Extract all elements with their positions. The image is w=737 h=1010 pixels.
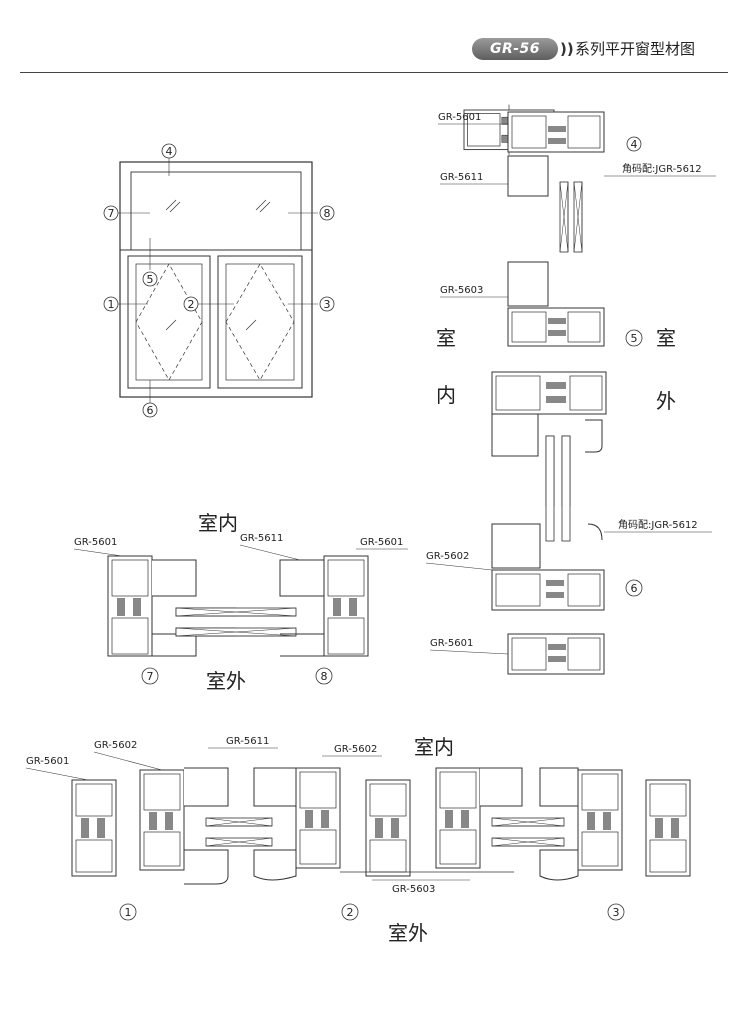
- marker-2-elev: 2: [183, 296, 199, 312]
- svg-text:6: 6: [147, 404, 154, 417]
- marker-6-section: 6: [625, 579, 643, 597]
- marker-1-bottom: 1: [119, 903, 137, 921]
- label-5602-bottom-left: GR-5602: [93, 740, 163, 771]
- label-5603-bottom: GR-5603: [372, 879, 470, 895]
- svg-text:GR-5603: GR-5603: [392, 884, 435, 895]
- label-5601-mid-right: GR-5601: [356, 537, 408, 550]
- marker-8-elev: 8: [319, 205, 335, 221]
- bottom-outdoor-label: 室外: [388, 921, 428, 945]
- label-5601-bottom: GR-5601: [25, 756, 89, 781]
- marker-2-bottom: 2: [341, 903, 359, 921]
- label-5611-mid: GR-5611: [239, 533, 301, 561]
- outdoor-label-top: 室: [656, 326, 676, 350]
- label-5602-right: GR-5602: [425, 551, 493, 571]
- marker-8-mid: 8: [315, 667, 333, 685]
- marker-3-elev: 3: [319, 296, 335, 312]
- svg-text:2: 2: [188, 298, 195, 311]
- outdoor-label-bottom: 外: [656, 389, 676, 413]
- marker-1-elev: 1: [103, 296, 119, 312]
- svg-text:GR-5602: GR-5602: [426, 551, 469, 562]
- label-5601-right-bottom: GR-5601: [429, 638, 509, 655]
- svg-text:6: 6: [631, 582, 638, 595]
- label-corner-bottom: 角码配:JGR-5612: [604, 519, 712, 533]
- svg-text:GR-5601: GR-5601: [26, 756, 69, 767]
- label-5602-bottom-mid: GR-5602: [322, 744, 382, 757]
- svg-text:角码配:JGR-5612: 角码配:JGR-5612: [618, 519, 698, 531]
- marker-4-section: 4: [626, 136, 642, 152]
- svg-text:8: 8: [321, 670, 328, 683]
- window-elevation: [118, 158, 318, 404]
- svg-text:7: 7: [147, 670, 154, 683]
- svg-text:GR-5602: GR-5602: [94, 740, 137, 751]
- svg-text:1: 1: [125, 906, 132, 919]
- marker-4-top: 4: [161, 143, 177, 159]
- mid-section: [107, 555, 369, 657]
- indoor-label-bottom: 内: [436, 383, 456, 407]
- svg-text:8: 8: [324, 207, 331, 220]
- svg-text:GR-5601: GR-5601: [360, 537, 403, 548]
- label-5601-mid-left: GR-5601: [73, 537, 123, 557]
- vertical-section: [463, 104, 607, 675]
- mid-indoor-label: 室内: [198, 511, 238, 535]
- page-title: 系列平开窗型材图: [575, 40, 696, 58]
- bottom-section: [71, 767, 691, 885]
- svg-text:5: 5: [631, 332, 638, 345]
- svg-text:3: 3: [613, 906, 620, 919]
- bottom-indoor-label: 室内: [414, 735, 454, 759]
- marker-6-elev: 6: [142, 402, 158, 418]
- header-rule: [20, 72, 728, 73]
- svg-text:3: 3: [324, 298, 331, 311]
- marker-3-bottom: 3: [607, 903, 625, 921]
- label-5611-bottom: GR-5611: [208, 736, 278, 749]
- svg-text:4: 4: [631, 138, 638, 151]
- svg-text:GR-5611: GR-5611: [440, 172, 483, 183]
- label-5601-top: GR-5601: [438, 112, 508, 125]
- svg-text:GR-5602: GR-5602: [334, 744, 377, 755]
- badge-arrows: )): [560, 40, 574, 58]
- svg-text:GR-5611: GR-5611: [240, 533, 283, 544]
- svg-text:GR-5603: GR-5603: [440, 285, 483, 296]
- series-badge: GR-56: [472, 38, 558, 60]
- label-5603-right: GR-5603: [440, 285, 508, 298]
- svg-text:角码配:JGR-5612: 角码配:JGR-5612: [622, 163, 702, 175]
- indoor-label-top: 室: [436, 326, 456, 350]
- marker-7-mid: 7: [141, 667, 159, 685]
- svg-text:GR-5611: GR-5611: [226, 736, 269, 747]
- mid-outdoor-label: 室外: [206, 669, 246, 693]
- svg-text:GR-5601: GR-5601: [74, 537, 117, 548]
- svg-text:4: 4: [166, 145, 173, 158]
- svg-text:7: 7: [108, 207, 115, 220]
- marker-5-elev: 5: [142, 271, 158, 287]
- svg-text:1: 1: [108, 298, 115, 311]
- svg-text:GR-5601: GR-5601: [430, 638, 473, 649]
- label-5611-right: GR-5611: [440, 172, 508, 185]
- svg-text:GR-5601: GR-5601: [438, 112, 481, 123]
- marker-7-elev: 7: [103, 205, 119, 221]
- svg-text:2: 2: [347, 906, 354, 919]
- svg-text:5: 5: [147, 273, 154, 286]
- marker-5-section: 5: [625, 329, 643, 347]
- label-corner-top: 角码配:JGR-5612: [604, 163, 716, 177]
